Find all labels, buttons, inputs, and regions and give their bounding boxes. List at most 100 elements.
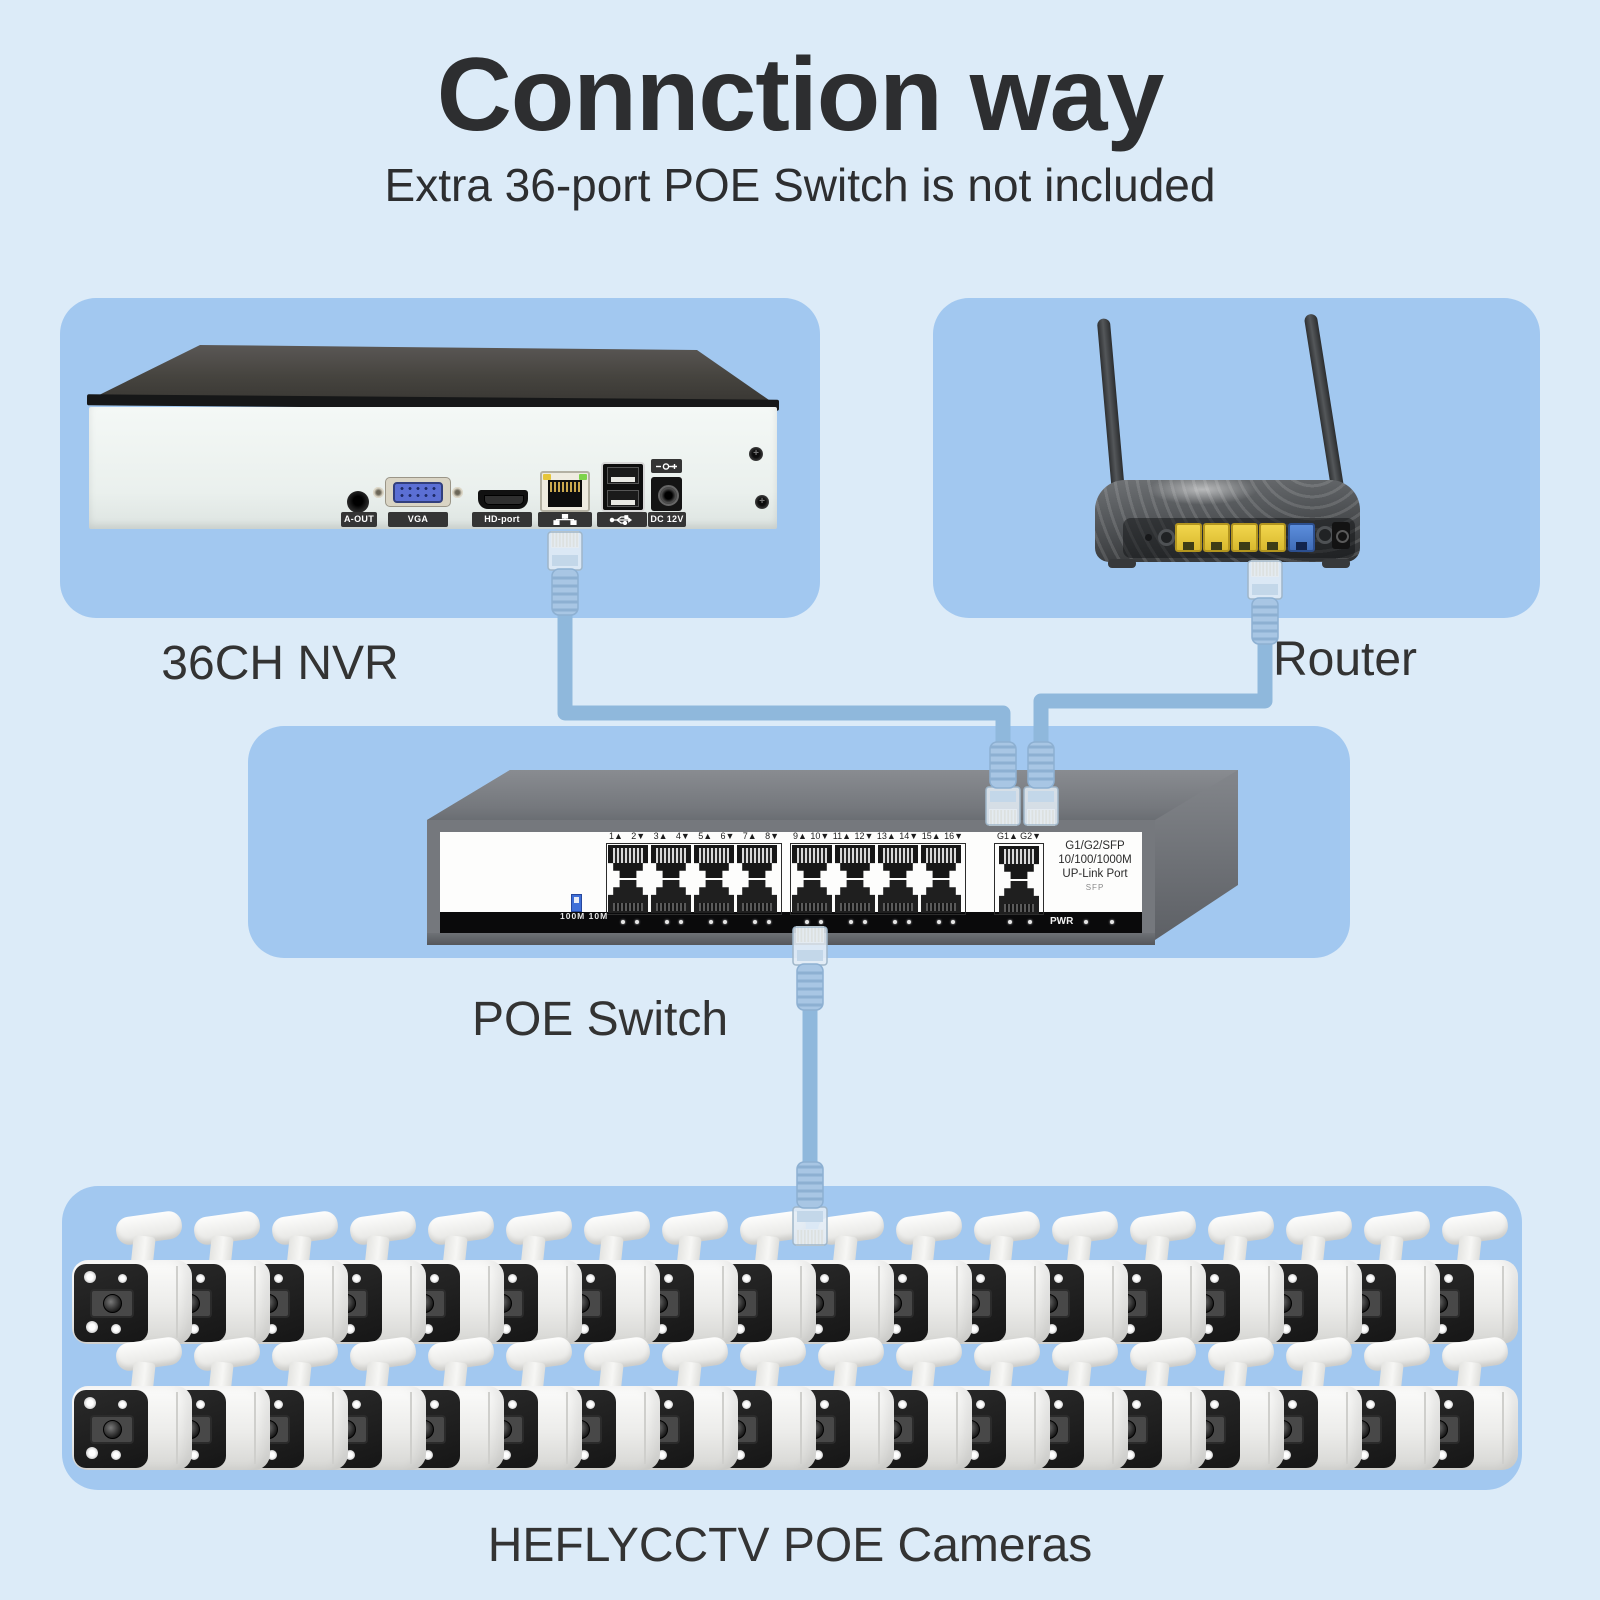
camera-led xyxy=(1125,1450,1135,1460)
dc-polarity-icon xyxy=(651,459,682,473)
camera-led xyxy=(1132,1400,1141,1409)
rj45-port xyxy=(792,880,832,913)
camera-led xyxy=(1366,1274,1375,1283)
camera-led xyxy=(86,1447,98,1459)
camera-face xyxy=(74,1390,148,1468)
audio-out-label: A-OUT xyxy=(341,512,377,527)
camera-led xyxy=(891,1324,901,1334)
port-numbers-1-8: 1▲2▼3▲4▼5▲6▼7▲8▼ xyxy=(606,831,782,842)
rj45-port xyxy=(694,880,734,913)
camera-body-seam xyxy=(1346,1392,1348,1464)
camera-body-seam xyxy=(566,1392,568,1464)
led-dot xyxy=(907,920,911,924)
vga-screw-icon xyxy=(452,487,463,498)
screw-icon: + xyxy=(755,495,769,509)
led-dot xyxy=(621,920,625,924)
camera-row-1 xyxy=(72,1209,1532,1356)
camera-led xyxy=(430,1400,439,1409)
led-dot xyxy=(723,920,727,924)
switch-bottom-edge xyxy=(427,933,1155,945)
rj45-port xyxy=(694,845,734,878)
camera-led xyxy=(969,1324,979,1334)
port-numbers-9-16: 9▲10▼11▲12▼13▲14▼15▲16▼ xyxy=(790,831,966,842)
camera-body-seam xyxy=(1502,1266,1504,1338)
port-number: 9▲ xyxy=(793,831,807,841)
camera-led xyxy=(1203,1450,1213,1460)
rj45-port xyxy=(921,845,961,878)
usb-port-bottom xyxy=(607,490,639,507)
camera-led xyxy=(1366,1400,1375,1409)
led-dot xyxy=(767,920,771,924)
camera-led xyxy=(196,1274,205,1283)
camera-led xyxy=(664,1274,673,1283)
port-number: 12▼ xyxy=(854,831,874,841)
camera-body-seam xyxy=(1502,1392,1504,1464)
camera-body-seam xyxy=(1424,1266,1426,1338)
port-number: G2▼ xyxy=(1020,831,1041,841)
rj45-port xyxy=(835,880,875,913)
camera-body-seam xyxy=(956,1266,958,1338)
poe-switch-label: POE Switch xyxy=(471,993,729,1046)
vga-screw-icon xyxy=(373,487,384,498)
ethernet-socket xyxy=(548,480,582,507)
camera-led xyxy=(352,1400,361,1409)
camera-led xyxy=(813,1324,823,1334)
rj45-port xyxy=(835,845,875,878)
ethernet-port xyxy=(540,471,590,512)
camera-led xyxy=(586,1400,595,1409)
vga-label: VGA xyxy=(388,512,448,527)
rj45-port xyxy=(608,845,648,878)
poe-switch-device: 1▲2▼3▲4▼5▲6▼7▲8▼ 9▲10▼11▲12▼13▲14▼15▲16▼… xyxy=(420,765,1250,950)
camera-led xyxy=(84,1271,96,1283)
router-foot xyxy=(1322,559,1350,568)
reset-hole xyxy=(1145,534,1152,541)
lan-port-yellow xyxy=(1231,523,1258,552)
camera-led xyxy=(1281,1450,1291,1460)
camera-row-2 xyxy=(72,1335,1532,1482)
led-dot xyxy=(679,920,683,924)
port-number: 4▼ xyxy=(675,831,690,841)
link-led-green xyxy=(579,474,587,480)
camera-body-seam xyxy=(410,1392,412,1464)
usb-port-top xyxy=(607,467,639,484)
audio-out-jack xyxy=(347,491,369,513)
rj45-port xyxy=(651,845,691,878)
vga-pins xyxy=(397,485,439,500)
camera-body-seam xyxy=(956,1392,958,1464)
camera-led xyxy=(891,1450,901,1460)
camera-led xyxy=(1203,1324,1213,1334)
camera-led xyxy=(189,1324,199,1334)
camera-led xyxy=(430,1274,439,1283)
camera-led xyxy=(742,1274,751,1283)
camera-body-seam xyxy=(488,1266,490,1338)
camera-body-seam xyxy=(1112,1392,1114,1464)
camera-led xyxy=(267,1450,277,1460)
port-bank-2 xyxy=(790,843,966,915)
vga-port xyxy=(373,475,463,509)
camera-body-seam xyxy=(566,1266,568,1338)
camera-led xyxy=(423,1450,433,1460)
poe-camera xyxy=(72,1335,194,1474)
camera-led xyxy=(1359,1324,1369,1334)
camera-led xyxy=(579,1324,589,1334)
camera-led xyxy=(111,1324,121,1334)
link-led-yellow xyxy=(543,474,551,480)
camera-led xyxy=(501,1450,511,1460)
rj45-port xyxy=(737,845,777,878)
page-subtitle: Extra 36-port POE Switch is not included xyxy=(384,159,1216,211)
camera-body-seam xyxy=(1346,1266,1348,1338)
camera-led xyxy=(586,1274,595,1283)
camera-led xyxy=(501,1324,511,1334)
lan-port-yellow xyxy=(1175,523,1202,552)
camera-body-seam xyxy=(488,1392,490,1464)
port-number: 7▲ xyxy=(742,831,757,841)
usb-icon xyxy=(597,512,647,527)
camera-body-seam xyxy=(1112,1266,1114,1338)
wifi-antenna-left xyxy=(1096,318,1125,494)
nvr-label: 36CH NVR xyxy=(161,637,399,690)
camera-led xyxy=(579,1450,589,1460)
camera-body-seam xyxy=(332,1392,334,1464)
usb-ports xyxy=(601,462,645,512)
camera-lens-window xyxy=(90,1415,134,1444)
camera-face xyxy=(74,1264,148,1342)
